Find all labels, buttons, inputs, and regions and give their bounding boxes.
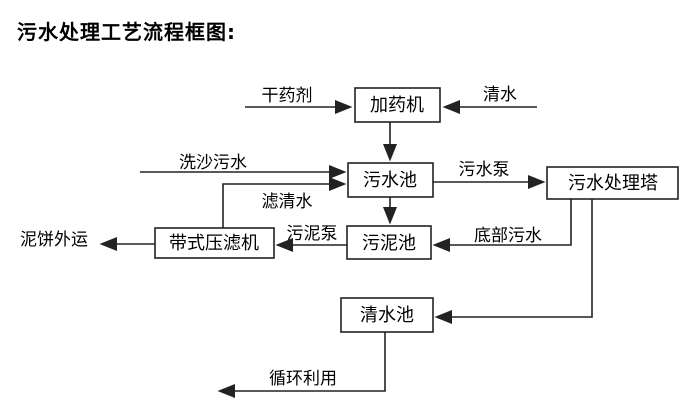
node-label-sludge-pool: 污泥池 <box>362 233 416 254</box>
node-sewage-treatment-tower: 污水处理塔 <box>546 166 679 200</box>
node-box-dosing-machine <box>354 87 441 123</box>
node-label-clean-water-pool: 清水池 <box>360 305 414 326</box>
flow-label-sand-washing-sewage: 洗沙污水 <box>179 153 247 173</box>
flow-label-bottom-sewage: 底部污水 <box>474 226 542 246</box>
arrow-bottom-sewage <box>432 199 572 253</box>
node-sludge-pool: 污泥池 <box>346 225 432 260</box>
node-box-clean-water-pool <box>340 297 434 333</box>
node-clean-water-pool: 清水池 <box>340 297 434 333</box>
flow-label-filtered-water: 滤清水 <box>262 192 313 212</box>
arrow-tower-to-clean-water-pool <box>434 199 593 325</box>
node-box-sludge-pool <box>346 225 432 260</box>
flow-label-dry-chemical: 干药剂 <box>262 86 313 106</box>
node-box-sewage-pool <box>347 162 434 198</box>
arrow-filtered-water <box>222 176 347 228</box>
node-box-belt-filter-press <box>154 227 275 259</box>
page-title: 污水处理工艺流程框图: <box>17 20 236 44</box>
arrow-recycling <box>217 332 386 399</box>
flow-label-sludge-pump: 污泥泵 <box>287 224 338 244</box>
node-label-sewage-treatment-tower: 污水处理塔 <box>568 173 658 194</box>
flow-label-clean-water: 清水 <box>483 85 517 105</box>
flow-label-sewage-pump: 污水泵 <box>459 160 510 180</box>
node-box-sewage-treatment-tower <box>546 166 679 200</box>
node-label-dosing-machine: 加药机 <box>370 95 424 116</box>
node-label-sewage-pool: 污水池 <box>363 170 417 191</box>
node-dosing-machine: 加药机 <box>354 87 441 123</box>
node-label-belt-filter-press: 带式压滤机 <box>169 233 259 254</box>
flow-label-mud-cake-out: 泥饼外运 <box>20 230 88 250</box>
flow-label-recycling: 循环利用 <box>269 369 337 389</box>
node-sewage-pool: 污水池 <box>347 162 434 198</box>
node-belt-filter-press: 带式压滤机 <box>154 227 275 259</box>
